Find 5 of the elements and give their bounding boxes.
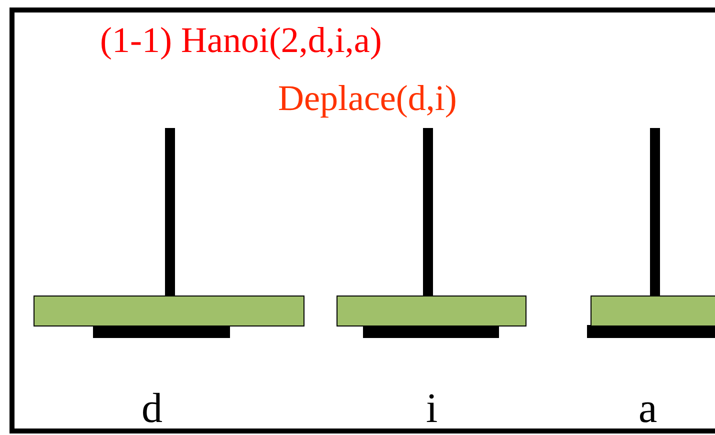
- call-heading: (1-1) Hanoi(2,d,i,a): [100, 22, 382, 58]
- move-note: Deplace(d,i): [278, 80, 457, 116]
- peg-label: i: [426, 388, 438, 430]
- peg-label: a: [638, 388, 658, 430]
- peg-label: d: [142, 388, 162, 430]
